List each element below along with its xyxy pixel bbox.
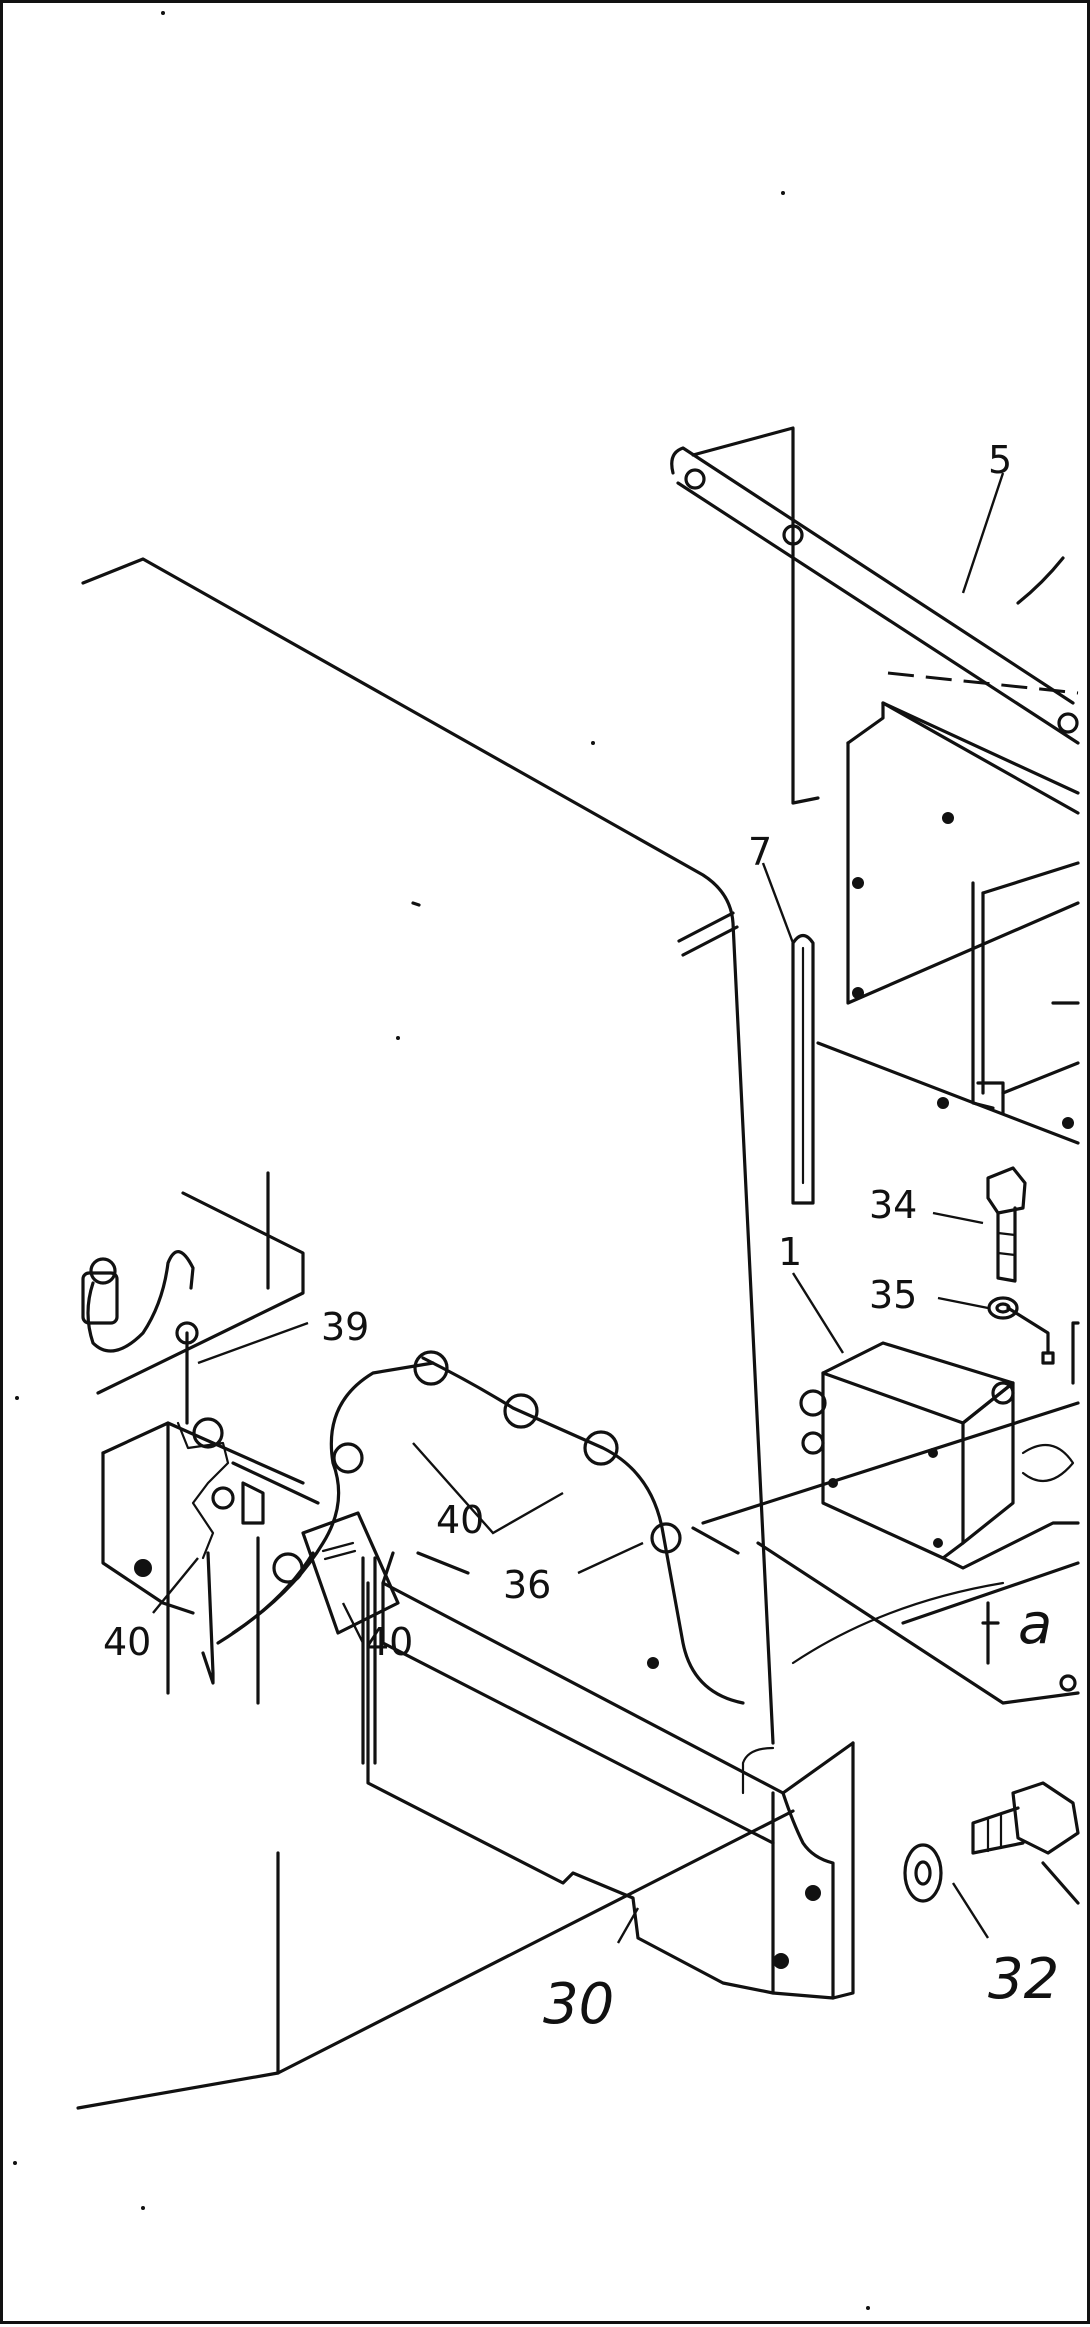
- bracket-hole: [134, 1559, 152, 1577]
- callout-40-center: 40: [436, 1498, 484, 1542]
- callout-40-right: 40: [365, 1620, 413, 1664]
- mount-hole: [647, 1657, 659, 1669]
- callout-34: 34: [869, 1183, 917, 1227]
- callout-39: 39: [321, 1305, 369, 1349]
- side-channel: [361, 1551, 855, 2000]
- callout-7: 7: [748, 830, 772, 874]
- cover-panel: [76, 557, 795, 2110]
- clamp-icon: [332, 1442, 364, 1474]
- clamp-icon: [503, 1393, 539, 1429]
- callout-35: 35: [869, 1273, 917, 1317]
- frame-hole: [937, 1097, 949, 1109]
- washer-32: [903, 1843, 943, 1903]
- callout-labels: 5 7 34 1 35 39 40 40 40 36 a 32 30: [103, 438, 1059, 2037]
- frame-hole: [852, 987, 864, 999]
- bolt-34: [986, 1166, 1027, 1283]
- upper-frame: [670, 426, 1080, 1145]
- floor-plate: [691, 1401, 1080, 1705]
- callout-32: 32: [988, 1947, 1059, 2012]
- callout-a: a: [1018, 1592, 1052, 1657]
- frame-hole: [852, 877, 864, 889]
- clip-icon: [192, 1417, 224, 1449]
- left-wire-harness: [81, 1250, 235, 1560]
- bar-hole: [1057, 712, 1079, 734]
- mount-hole: [805, 1885, 821, 1901]
- callout-5: 5: [988, 438, 1012, 482]
- callout-40-left: 40: [103, 1620, 151, 1664]
- callout-1: 1: [778, 1230, 802, 1274]
- center-wire-harness: [216, 1350, 745, 1705]
- scan-specks: [13, 11, 870, 2310]
- terminal-icon: [801, 1431, 825, 1455]
- connector-plug-icon: [81, 1271, 119, 1325]
- exploded-view-drawing: 5 7 34 1 35 39 40 40 40 36 a 32 30: [13, 11, 1080, 2310]
- clamp-icon: [272, 1552, 304, 1584]
- leader-lines: [152, 472, 1005, 1944]
- terminal-icon: [991, 1381, 1015, 1405]
- frame-hole: [942, 812, 954, 824]
- frame-hole: [1062, 1117, 1074, 1129]
- washer-35: [987, 1296, 1019, 1320]
- control-box: [799, 1306, 1080, 1570]
- terminal-icon: [799, 1389, 827, 1417]
- bar-hole: [782, 524, 804, 546]
- rod: [791, 933, 815, 1205]
- hex-bolt: [971, 1781, 1080, 1905]
- clamp-icon: [413, 1350, 449, 1386]
- left-bracket: [96, 1171, 320, 1705]
- callout-36: 36: [503, 1563, 551, 1607]
- clamp-icon: [583, 1430, 619, 1466]
- mount-hole: [773, 1953, 789, 1969]
- clamp-icon: [650, 1522, 682, 1554]
- bar-hole: [684, 468, 706, 490]
- callout-30: 30: [543, 1972, 614, 2037]
